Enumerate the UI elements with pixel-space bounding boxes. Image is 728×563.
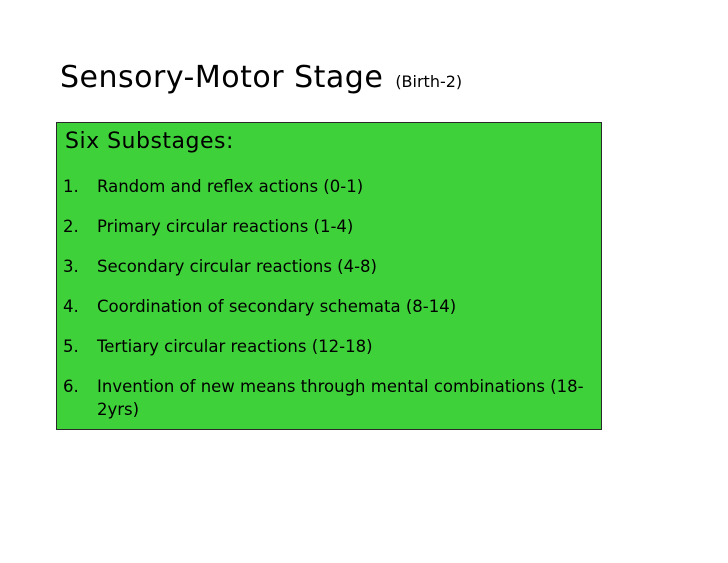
list-item-number: 2. <box>63 217 79 236</box>
title-row: Sensory-Motor Stage (Birth-2) <box>60 60 462 108</box>
list-item: 2. Primary circular reactions (1-4) <box>63 215 593 238</box>
list-item-text: Secondary circular reactions (4-8) <box>97 257 377 276</box>
list-item-text: Invention of new means through mental co… <box>97 377 584 419</box>
list-item-number: 3. <box>63 257 79 276</box>
list-item: 5. Tertiary circular reactions (12-18) <box>63 335 593 358</box>
substages-heading: Six Substages: <box>65 129 234 154</box>
list-item-number: 1. <box>63 177 79 196</box>
list-item: 4. Coordination of secondary schemata (8… <box>63 295 593 318</box>
substages-box: Six Substages: 1. Random and reflex acti… <box>56 122 602 430</box>
list-item: 1. Random and reflex actions (0-1) <box>63 175 593 198</box>
list-item-text: Tertiary circular reactions (12-18) <box>97 337 373 356</box>
slide-subtitle: (Birth-2) <box>395 72 463 91</box>
list-item-text: Random and reflex actions (0-1) <box>97 177 364 196</box>
list-item-number: 4. <box>63 297 79 316</box>
list-item-text: Primary circular reactions (1-4) <box>97 217 354 236</box>
list-item-number: 6. <box>63 377 79 396</box>
list-item-text: Coordination of secondary schemata (8-14… <box>97 297 457 316</box>
list-item-number: 5. <box>63 337 79 356</box>
list-item: 6. Invention of new means through mental… <box>63 375 593 421</box>
slide-title: Sensory-Motor Stage <box>60 60 384 95</box>
list-item: 3. Secondary circular reactions (4-8) <box>63 255 593 278</box>
substages-list: 1. Random and reflex actions (0-1) 2. Pr… <box>63 175 593 438</box>
